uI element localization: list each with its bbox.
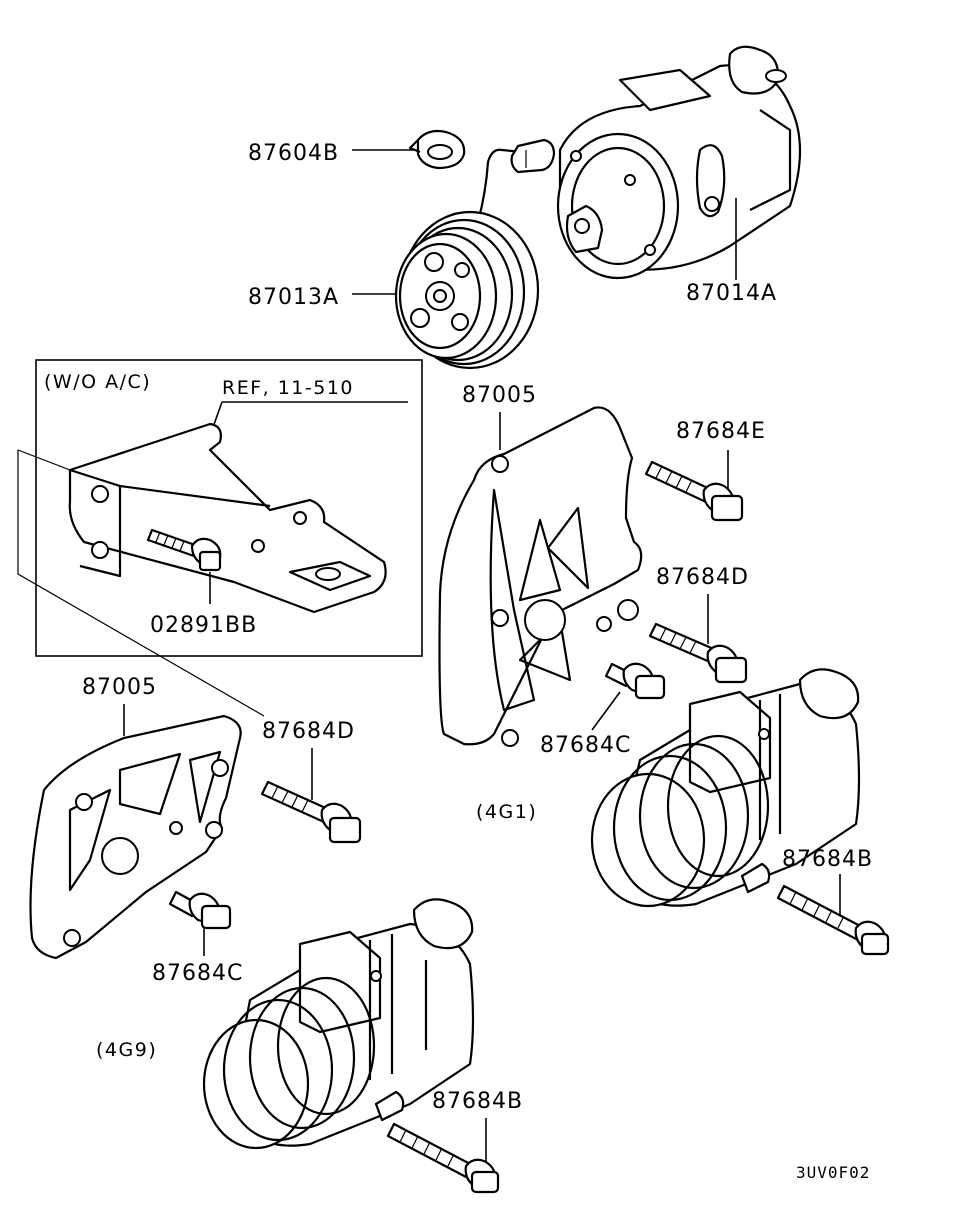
label-bolt-d-right: 87684D <box>656 565 749 590</box>
label-compressor-top: 87014A <box>686 281 777 306</box>
leader-bolt-c-right <box>591 691 621 731</box>
variant-label-4g9: (4G9) <box>96 1039 157 1061</box>
inset-box <box>35 359 423 657</box>
drawing-code: 3UV0F02 <box>796 1163 870 1182</box>
label-inset-bolt: 02891BB <box>150 613 257 638</box>
compressor-lower-part <box>202 898 475 1150</box>
inset-title: (W/O A/C) <box>44 371 151 393</box>
bolt-b-right-part <box>776 884 890 956</box>
compressor-top-part <box>556 45 802 280</box>
label-bolt-e: 87684E <box>676 419 766 444</box>
bolt-c-right-part <box>604 662 666 700</box>
bolt-d-left-part <box>260 780 362 844</box>
bolt-e-part <box>644 460 744 522</box>
compressor-right-part <box>590 668 861 908</box>
label-bolt-c-right: 87684C <box>540 733 631 758</box>
label-bracket-4g1: 87005 <box>462 383 537 408</box>
connector-part <box>510 138 556 174</box>
label-clutch: 87013A <box>248 285 339 310</box>
inset-bracket-part <box>68 422 387 614</box>
inset-ref: REF, 11-510 <box>222 377 354 399</box>
clutch-part <box>394 210 540 370</box>
variant-label-4g1: (4G1) <box>476 801 537 823</box>
bracket-4g9-part <box>29 714 242 960</box>
bolt-b-left-part <box>386 1122 500 1194</box>
label-bolt-c-left: 87684C <box>152 961 243 986</box>
clutch-wire <box>476 148 523 223</box>
inset-bolt-part <box>146 528 222 572</box>
label-bolt-b-right: 87684B <box>782 847 873 872</box>
label-bolt-b-left: 87684B <box>432 1089 523 1114</box>
label-bracket-4g9: 87005 <box>82 675 157 700</box>
clamp-part <box>408 129 466 170</box>
bolt-d-right-part <box>648 622 748 684</box>
bolt-c-left-part <box>168 890 232 930</box>
bracket-4g1-part <box>438 406 643 747</box>
label-clamp: 87604B <box>248 141 339 166</box>
projection-line-lower <box>17 450 265 717</box>
label-bolt-d-left: 87684D <box>262 719 355 744</box>
projection-line-upper <box>17 449 71 471</box>
